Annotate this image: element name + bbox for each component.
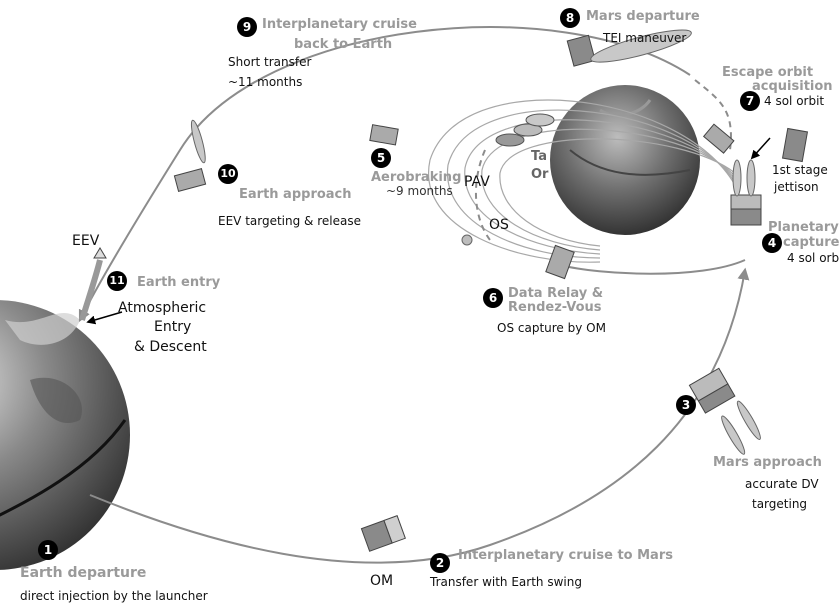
eev-label: EEV bbox=[72, 234, 99, 248]
step-10-sub: EEV targeting & release bbox=[218, 215, 361, 227]
step-6-badge: 6 bbox=[483, 288, 503, 308]
step-9-sub2: ~11 months bbox=[228, 76, 302, 88]
step-3-sub1: accurate DV bbox=[745, 478, 819, 490]
step-2-badge: 2 bbox=[430, 553, 450, 573]
spacecraft-om-cruise bbox=[361, 516, 405, 552]
os-dashed-path bbox=[476, 150, 490, 240]
entry-label-line3: & Descent bbox=[134, 340, 207, 354]
step-4-title2: capture bbox=[783, 236, 839, 249]
spacecraft-aerobraking bbox=[370, 125, 398, 145]
spacecraft-capture bbox=[731, 160, 761, 225]
eev-capsule bbox=[94, 248, 106, 258]
step-3-sub2: targeting bbox=[752, 498, 807, 510]
step-11-badge: 11 bbox=[107, 271, 127, 291]
pav-label: PAV bbox=[464, 175, 490, 189]
step-7-sub: 4 sol orbit bbox=[764, 95, 824, 107]
step-5-title: Aerobraking bbox=[371, 171, 461, 184]
partial-label-or: Or bbox=[531, 168, 548, 181]
earth-globe bbox=[0, 300, 130, 570]
first-stage-label: 1st stage bbox=[772, 164, 828, 176]
step-2-sub: Transfer with Earth swing bbox=[430, 576, 582, 588]
step-4-title1: Planetary bbox=[768, 221, 839, 234]
step-3-title: Mars approach bbox=[713, 456, 822, 469]
spacecraft-relay bbox=[546, 245, 574, 278]
step-1-sub: direct injection by the launcher bbox=[20, 590, 208, 602]
step-4-badge: 4 bbox=[762, 233, 782, 253]
step-8-title: Mars departure bbox=[586, 10, 700, 23]
step-7-title1: Escape orbit bbox=[722, 66, 813, 79]
step-10-badge: 10 bbox=[218, 164, 238, 184]
partial-label-ta: Ta bbox=[531, 150, 547, 163]
jettison-arrow bbox=[752, 138, 770, 158]
step-9-title1: Interplanetary cruise bbox=[262, 18, 417, 31]
step-9-title2: back to Earth bbox=[294, 38, 392, 51]
step-6-title2: Rendez-Vous bbox=[508, 301, 602, 314]
jettison-label: jettison bbox=[774, 181, 819, 193]
om-label: OM bbox=[370, 574, 393, 588]
spacecraft-mars-approach bbox=[689, 366, 765, 460]
mars-globe bbox=[550, 85, 700, 235]
step-10-title: Earth approach bbox=[239, 188, 352, 201]
entry-pointer bbox=[88, 312, 122, 322]
os-label: OS bbox=[489, 218, 509, 232]
step-7-title2: acquisition bbox=[752, 80, 833, 93]
entry-label-line1: Atmospheric bbox=[118, 301, 206, 315]
spacecraft-earth-approach bbox=[162, 119, 214, 191]
first-stage-jettisoned bbox=[783, 128, 808, 161]
os-capsule bbox=[462, 235, 472, 245]
step-6-title1: Data Relay & bbox=[508, 287, 603, 300]
step-11-title: Earth entry bbox=[137, 276, 220, 289]
step-7-badge: 7 bbox=[740, 91, 760, 111]
step-5-badge: 5 bbox=[371, 148, 391, 168]
step-6-sub: OS capture by OM bbox=[497, 322, 606, 334]
entry-label-line2: Entry bbox=[154, 320, 191, 334]
step-3-badge: 3 bbox=[676, 395, 696, 415]
step-1-title: Earth departure bbox=[20, 566, 146, 580]
step-1-badge: 1 bbox=[38, 540, 58, 560]
step-8-sub: TEI maneuver bbox=[603, 32, 686, 44]
step-4-sub: 4 sol orbit bbox=[787, 252, 839, 264]
step-2-title: Interplanetary cruise to Mars bbox=[458, 549, 673, 562]
entry-trail bbox=[82, 260, 100, 320]
step-9-badge: 9 bbox=[237, 17, 257, 37]
step-9-sub1: Short transfer bbox=[228, 56, 311, 68]
step-5-sub: ~9 months bbox=[386, 185, 453, 197]
step-8-badge: 8 bbox=[560, 8, 580, 28]
